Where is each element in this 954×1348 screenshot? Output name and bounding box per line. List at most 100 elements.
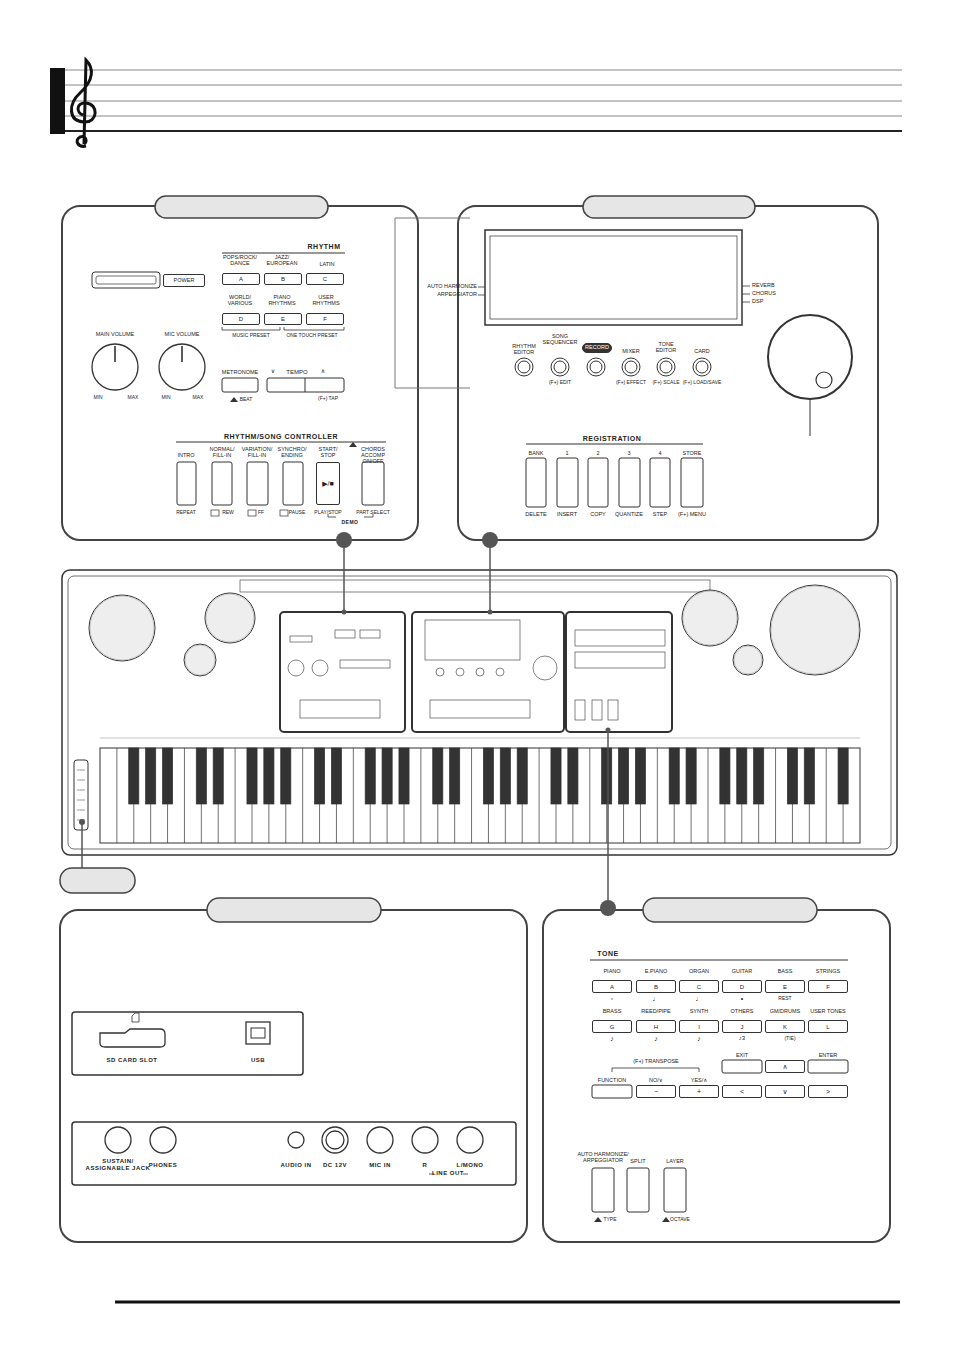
white-key [454,748,455,843]
part-label: METRONOME [222,369,258,375]
part-label: PAUSE [289,510,306,516]
section-label: TONE [597,950,618,958]
part-label: JAZZ/ EUROPEAN [264,254,300,266]
part-label: FF [258,510,264,516]
button-text: I [698,1024,700,1030]
part-label: POPS/ROCK/ DANCE [222,254,258,266]
button: K [765,1020,805,1033]
part-label: 4 [658,450,661,456]
button: < [722,1085,762,1098]
white-key [741,748,742,843]
button-text: B [281,276,285,282]
part-label: REPEAT [176,510,196,516]
button-text: C [697,984,701,990]
part-label: AUTO HARMONIZE/ ARPEGGIATOR [573,1151,633,1163]
white-key [657,748,658,843]
part-label: STORE [683,450,702,456]
white-key [640,748,641,843]
button-text: + [697,1088,701,1095]
white-key [471,748,472,843]
button: H [636,1020,676,1033]
white-key [758,748,759,843]
part-label: ARPEGGIATOR [437,291,477,297]
section-label: SUSTAIN/ ASSIGNABLE JACK [83,1158,153,1171]
button-text: − [654,1088,658,1095]
button-label: RECORD [582,343,612,353]
part-label: (F+) EDIT [549,380,571,386]
part-label: QUANTIZE [615,511,643,517]
part-label: MIXER [622,348,639,354]
button: POWER [163,274,205,287]
button: ▶/■ [316,462,340,505]
section-label: RHYTHM [308,243,341,251]
white-key [556,748,557,843]
white-key [353,748,354,843]
section-label: MIC IN [369,1162,391,1169]
part-label: BRASS [603,1008,622,1014]
button-text: F [323,316,327,322]
part-label: MUSIC PRESET [232,333,270,339]
white-key [420,748,421,843]
part-label: NO/∨ [649,1077,663,1083]
part-label: TYPE [603,1217,616,1223]
part-label: OTHERS [731,1008,754,1014]
button-text: A [610,984,614,990]
button-text: < [740,1088,744,1095]
white-key [674,748,675,843]
part-label: (F+) SCALE [652,380,679,386]
white-key [724,748,725,843]
white-key [606,748,607,843]
section-label: PHONES [149,1162,177,1169]
part-label: 3 [627,450,630,456]
section-label: L/MONO [457,1162,484,1169]
part-label: 2 [596,450,599,456]
section-label: R [423,1162,428,1169]
part-label: BEAT [240,397,253,403]
button-text: D [239,316,243,322]
white-key [201,748,202,843]
white-key [268,748,269,843]
white-key [708,748,709,843]
part-label: DSP [752,298,763,304]
white-key [843,748,844,843]
white-key [572,748,573,843]
button: D [222,313,260,325]
part-label: SYNTH [690,1008,709,1014]
section-label: USB [251,1057,265,1064]
button: B [264,273,302,285]
button-text: ∧ [782,1063,787,1070]
button: C [306,273,344,285]
part-label: INTRO [177,452,194,458]
section-label: DEMO [342,520,359,526]
button: E [264,313,302,325]
part-label: PIANO RHYTHMS [265,294,299,306]
button-text: H [654,1024,658,1030]
part-label: DELETE [525,511,546,517]
white-key [792,748,793,843]
part-label: PLAY/STOP [314,510,341,516]
part-label: (F+) MENU [678,511,706,517]
white-key [150,748,151,843]
part-label: ♪3 [739,1035,745,1042]
part-label: BANK [529,450,544,456]
part-label: COPY [590,511,606,517]
part-label: MIN [161,395,170,401]
button-text: > [826,1088,830,1095]
button-text: L [826,1024,829,1030]
part-label: REED/PIPE [641,1008,670,1014]
button: A [592,980,632,993]
part-label: (F+) TRANSPOSE [633,1058,679,1064]
part-label: MAIN VOLUME [96,331,135,337]
part-label: MAX [193,395,204,401]
part-label: SONG SEQUENCER [542,333,578,345]
white-key [167,748,168,843]
button: B [636,980,676,993]
part-label: LATIN [319,261,334,267]
part-label: RHYTHM EDITOR [509,343,539,355]
part-label: CHORDS ACCOMP ON/OFF [357,446,389,464]
white-key [522,748,523,843]
button-text: B [654,984,658,990]
part-label: PIANO [603,968,620,974]
white-key [404,748,405,843]
button: G [592,1020,632,1033]
